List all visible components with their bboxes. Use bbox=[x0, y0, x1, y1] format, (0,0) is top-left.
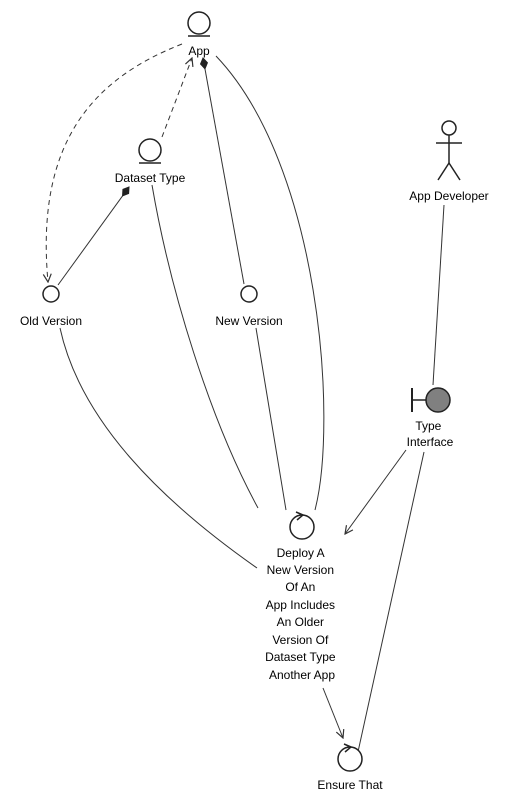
svg-text:Type Interface: Type Interface bbox=[407, 419, 454, 449]
deploy-label-line-1: Deploy A bbox=[277, 546, 325, 560]
deploy-label-line-2: New Version bbox=[267, 563, 334, 577]
svg-text:New Version: New Version bbox=[215, 314, 282, 328]
control-loop-icon bbox=[289, 511, 315, 540]
deploy-label-line-5: An Older bbox=[277, 615, 324, 629]
boundary-icon bbox=[411, 387, 451, 413]
deploy-label-line-4: App Includes bbox=[266, 598, 335, 612]
edge-app-to-new-version bbox=[199, 57, 245, 285]
edge-dataset-type-to-old-version bbox=[57, 186, 130, 286]
svg-text:App: App bbox=[188, 44, 210, 58]
svg-text:Old Version: Old Version bbox=[20, 314, 82, 328]
edge-app-to-old-version bbox=[46, 43, 183, 282]
entity-dataset-type-label: Dataset Type bbox=[115, 171, 186, 185]
old-version-icon bbox=[42, 285, 60, 303]
svg-text:App Developer: App Developer bbox=[409, 189, 488, 203]
edge-app-developer-to-type-interface bbox=[432, 204, 445, 386]
type-interface-label-line-1: Type bbox=[415, 419, 441, 433]
edge-type-interface-to-ensure-that bbox=[354, 451, 425, 770]
control-deploy: Deploy A New Version Of An App Includes … bbox=[265, 511, 339, 682]
edge-new-version-to-deploy bbox=[255, 327, 287, 511]
entity-dataset-type: Dataset Type bbox=[115, 138, 186, 185]
node-new-version: New Version bbox=[215, 285, 283, 328]
deploy-label-line-7: Dataset Type bbox=[265, 650, 336, 664]
edge-deploy-to-ensure-that bbox=[322, 687, 343, 738]
node-old-version: Old Version bbox=[20, 285, 82, 328]
entity-app-label: App bbox=[188, 44, 210, 58]
control-loop-icon bbox=[337, 743, 363, 772]
edge-app-to-deploy bbox=[215, 55, 325, 511]
new-version-label: New Version bbox=[215, 314, 282, 328]
old-version-label: Old Version bbox=[20, 314, 82, 328]
edges bbox=[46, 43, 445, 770]
edge-dataset-type-to-app bbox=[161, 58, 192, 138]
deploy-label-line-6: Version Of bbox=[272, 633, 329, 647]
deploy-label-line-8: Another App bbox=[269, 668, 335, 682]
edge-type-interface-to-deploy bbox=[345, 449, 407, 534]
edge-old-version-to-deploy bbox=[59, 327, 258, 569]
svg-text:Ensure That: Ensure That bbox=[317, 778, 383, 792]
entity-dataset-type-icon bbox=[138, 138, 162, 162]
svg-text:Deploy A New Version: Deploy A New Version Of An App Includes … bbox=[265, 546, 339, 682]
entity-app: App bbox=[187, 11, 211, 58]
ensure-that-label: Ensure That bbox=[317, 778, 383, 792]
entity-app-icon bbox=[187, 11, 211, 35]
app-developer-label: App Developer bbox=[409, 189, 488, 203]
type-interface-label-line-2: Interface bbox=[407, 435, 454, 449]
svg-text:Dataset Type: Dataset Type bbox=[115, 171, 186, 185]
boundary-type-interface: Type Interface bbox=[407, 387, 454, 449]
deploy-label-line-3: Of An bbox=[285, 580, 315, 594]
control-ensure-that: Ensure That bbox=[317, 743, 383, 792]
new-version-icon bbox=[240, 285, 258, 303]
stick-figure-icon bbox=[436, 120, 462, 181]
actor-app-developer: App Developer bbox=[409, 120, 489, 203]
edge-dataset-type-to-deploy bbox=[151, 184, 259, 509]
